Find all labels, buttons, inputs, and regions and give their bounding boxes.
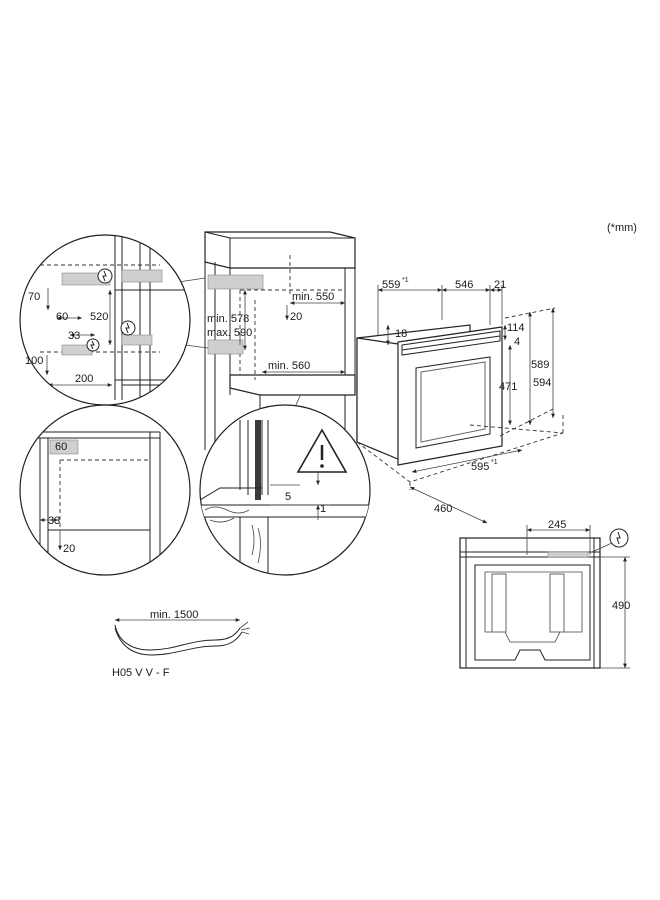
dim-33-b: 33: [48, 515, 60, 527]
dim-520: 520: [90, 311, 108, 323]
dim-min-550: min. 550: [292, 291, 334, 303]
dim-460: 460: [434, 503, 452, 515]
dim-546: 546: [455, 279, 473, 291]
dim-4: 4: [514, 336, 520, 348]
dim-471: 471: [499, 381, 517, 393]
dim-min-578: min. 578: [207, 313, 249, 325]
dim-114: 114: [507, 322, 525, 334]
unit-note: (*mm): [607, 222, 637, 234]
dim-595: 595: [471, 461, 489, 473]
dim-200: 200: [75, 373, 93, 385]
oven-drawing: 559 *1 546 21 18 114 4 589 594 471 595 *…: [356, 277, 564, 524]
oven-back-view: 245 490: [459, 519, 630, 669]
dim-589: 589: [531, 359, 549, 371]
dim-min-560: min. 560: [268, 360, 310, 372]
cable-type: H05 V V - F: [112, 667, 170, 679]
dim-594: 594: [533, 377, 551, 389]
dim-70: 70: [28, 291, 40, 303]
detail-circle-bottom-left: 60 33 20: [19, 404, 191, 576]
detail-circle-top: 70 60 520 33 100 200: [19, 234, 191, 406]
dim-1: 1: [320, 503, 326, 515]
dim-559: 559: [382, 279, 400, 291]
dim-595-mark: *1: [491, 459, 498, 466]
dim-33: 33: [68, 330, 80, 342]
cable-length: min. 1500: [150, 609, 198, 621]
dim-20: 20: [290, 311, 302, 323]
dim-21: 21: [494, 279, 506, 291]
dim-18: 18: [395, 328, 407, 340]
dim-20-b: 20: [63, 543, 75, 555]
dim-60-b: 60: [55, 441, 67, 453]
dim-100: 100: [25, 355, 43, 367]
dim-559-mark: *1: [402, 277, 409, 284]
power-cable: min. 1500 H05 V V - F: [112, 609, 251, 679]
dim-245: 245: [548, 519, 566, 531]
dim-490: 490: [612, 600, 630, 612]
cabinet-drawing: min. 550 20 min. 578 max. 590 min. 560: [204, 231, 356, 450]
dim-60: 60: [56, 311, 68, 323]
detail-circle-floor: 5 1: [199, 404, 371, 576]
dim-5: 5: [285, 491, 291, 503]
dim-max-590: max. 590: [207, 327, 252, 339]
